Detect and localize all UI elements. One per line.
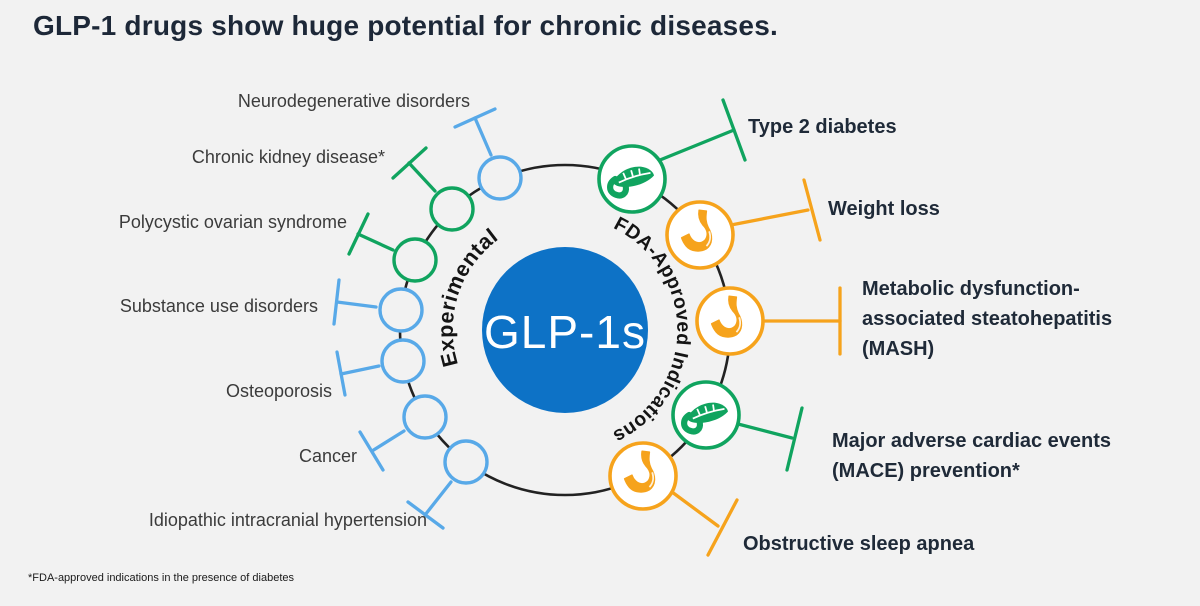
label-substance-use-disorders: Substance use disorders <box>119 296 318 316</box>
label-type-2-diabetes: Type 2 diabetes <box>748 116 897 138</box>
label-mace-prevention: Major adverse cardiac events (MACE) prev… <box>832 430 1112 482</box>
connector-mace-prevention <box>736 406 804 472</box>
node-cancer <box>402 394 448 440</box>
label-osteoporosis: Osteoporosis <box>225 381 332 401</box>
connector-chronic-kidney-disease <box>391 146 437 193</box>
connector-cancer <box>358 429 406 472</box>
connector-weight-loss <box>729 178 822 242</box>
footnote: *FDA-approved indications in the presenc… <box>28 572 294 584</box>
node-substance-use-disorders <box>378 287 424 333</box>
node-weight-loss <box>665 200 735 270</box>
connector-osteoporosis <box>335 350 381 397</box>
label-mash: Metabolic dysfunction-associated steatoh… <box>862 278 1113 360</box>
label-idiopathic-intracranial-hypertension: Idiopathic intracranial hypertension <box>148 510 427 530</box>
node-obstructive-sleep-apnea <box>608 441 678 511</box>
label-cancer: Cancer <box>298 446 357 466</box>
connector-polycystic-ovarian-syndrome <box>347 212 395 256</box>
node-chronic-kidney-disease <box>429 186 475 232</box>
page-title: GLP-1 drugs show huge potential for chro… <box>33 10 778 41</box>
label-polycystic-ovarian-syndrome: Polycystic ovarian syndrome <box>118 212 347 232</box>
label-weight-loss: Weight loss <box>828 198 940 220</box>
connector-substance-use-disorders <box>332 278 378 326</box>
connector-idiopathic-intracranial-hypertension <box>406 480 453 530</box>
label-neurodegenerative-disorders: Neurodegenerative disorders <box>237 91 470 111</box>
connector-type-2-diabetes <box>658 98 747 162</box>
node-neurodegenerative-disorders <box>477 155 523 201</box>
connector-obstructive-sleep-apnea <box>670 490 739 557</box>
connector-mash <box>762 286 842 356</box>
node-idiopathic-intracranial-hypertension <box>443 439 489 485</box>
center-label: GLP-1s <box>484 306 646 358</box>
label-obstructive-sleep-apnea: Obstructive sleep apnea <box>743 533 975 555</box>
connector-neurodegenerative-disorders <box>453 107 497 157</box>
label-chronic-kidney-disease: Chronic kidney disease* <box>191 147 385 167</box>
node-mash <box>695 286 765 356</box>
node-polycystic-ovarian-syndrome <box>392 237 438 283</box>
node-osteoporosis <box>380 338 426 384</box>
center-circle <box>482 247 648 413</box>
